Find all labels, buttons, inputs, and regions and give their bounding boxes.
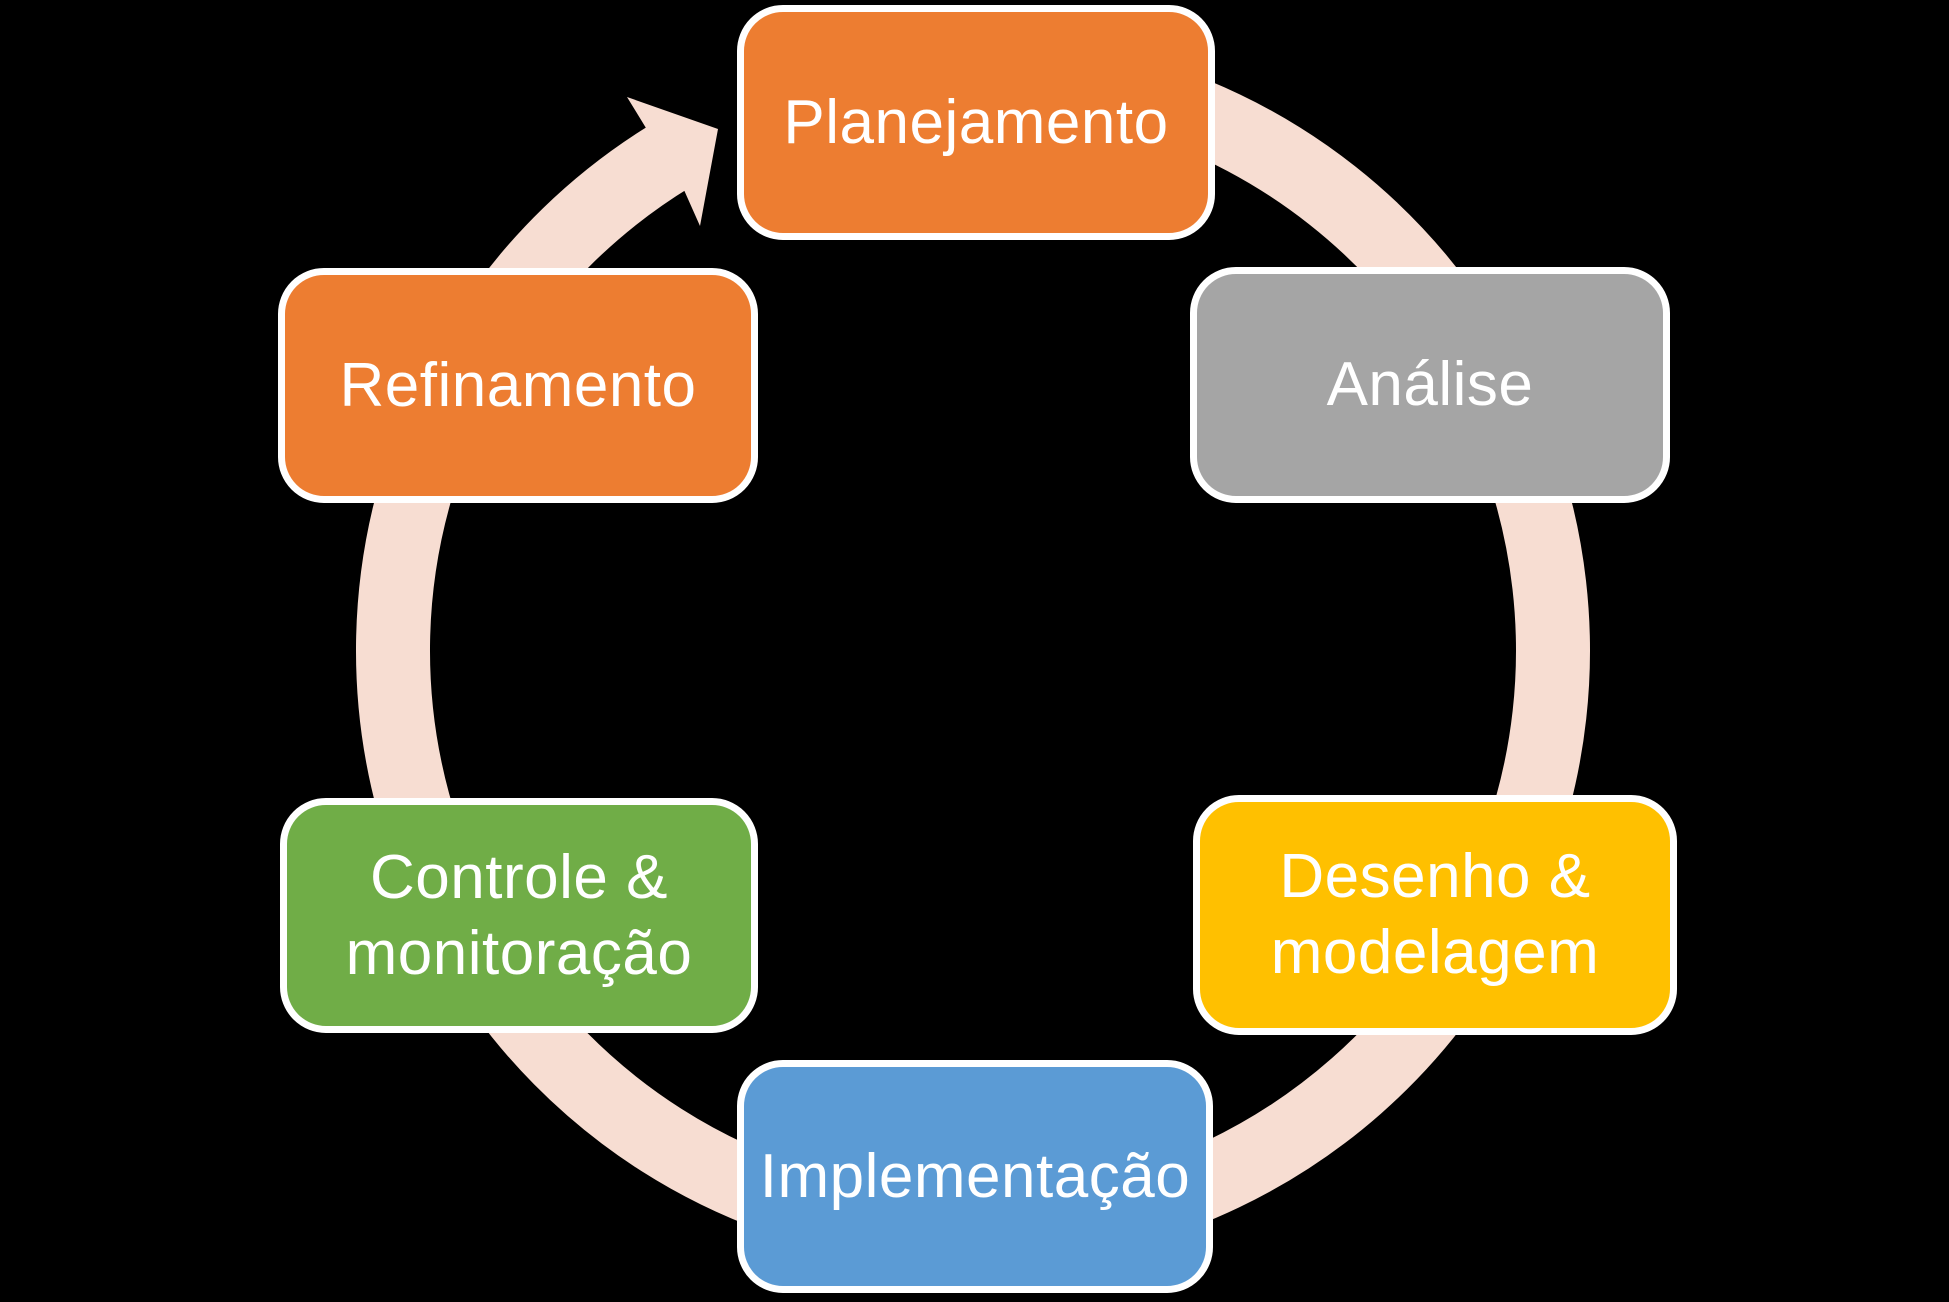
node-controle-monitoracao-label: Controle & monitoração xyxy=(345,842,693,988)
node-analise-label: Análise xyxy=(1326,350,1534,420)
node-planejamento-label: Planejamento xyxy=(783,87,1169,157)
node-desenho-modelagem: Desenho & modelagem xyxy=(1193,795,1677,1035)
node-implementacao: Implementação xyxy=(737,1060,1213,1293)
node-refinamento: Refinamento xyxy=(278,268,758,503)
node-planejamento: Planejamento xyxy=(737,5,1215,240)
node-controle-monitoracao: Controle & monitoração xyxy=(280,798,758,1033)
cycle-arrow-head xyxy=(627,97,718,226)
node-analise: Análise xyxy=(1190,267,1670,503)
node-refinamento-label: Refinamento xyxy=(339,350,697,420)
cycle-arrow-arc xyxy=(356,33,1590,1268)
node-implementacao-label: Implementação xyxy=(759,1141,1191,1211)
node-desenho-modelagem-label: Desenho & modelagem xyxy=(1270,842,1600,987)
